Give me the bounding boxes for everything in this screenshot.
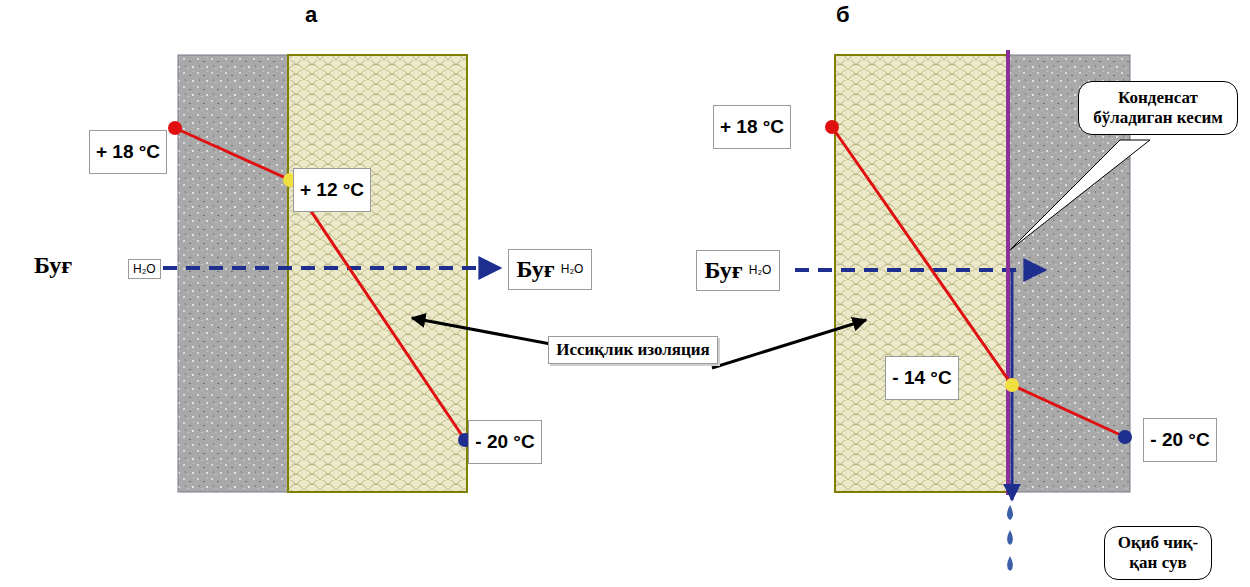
label-text: - 20 °C [475,431,534,453]
water-drop [1007,556,1013,571]
water-drop [1007,505,1013,520]
label-text: Буғ [517,256,555,283]
insulation-layer [288,55,467,492]
vapor-label: Буғ H₂O [696,250,781,291]
callout-pointer [1010,140,1150,250]
label-text: H₂O [749,263,772,277]
temperature-label: - 14 °C [885,356,958,400]
label-text: Буғ [705,257,743,284]
callout-box: Конденсат бўладиган кесим [1078,81,1238,134]
water-drop [1007,530,1013,545]
label-text: H₂O [561,262,584,276]
insulation-label: Иссиқлик изоляция [548,336,718,364]
temperature-label: + 18 °C [89,130,167,174]
temperature-line [832,127,1125,437]
label-text: + 12 °C [300,179,364,201]
temperature-label: - 20 °C [1143,418,1216,462]
label-text: + 18 °C [96,141,160,163]
temperature-dot [168,121,182,135]
temperature-dot [1118,430,1132,444]
vapor-formula: H₂O [128,259,161,279]
temperature-label: + 18 °C [713,105,791,149]
label-text: - 20 °C [1150,429,1209,451]
insulation-layer [835,55,1007,492]
vapor-word: Буғ [34,252,72,279]
callout-box: Оқиб чиқ- қан сув [1104,526,1212,579]
panel-letter: б [836,2,850,28]
temperature-line [175,128,465,440]
temperature-label: + 12 °C [293,168,371,212]
temperature-label: - 20 °C [468,420,541,464]
wall-layer [178,55,288,492]
label-text: + 18 °C [720,116,784,138]
temperature-dot [1005,378,1019,392]
vapor-arrow [140,266,500,270]
panel-letter: а [305,2,317,28]
condensation-plane [1006,50,1010,495]
label-text: Иссиқлик изоляция [556,341,710,359]
temperature-dot [825,120,839,134]
label-text: - 14 °C [892,367,951,389]
vapor-label: Буғ H₂O [508,249,593,290]
label-text: Оқиб чиқ- қан сув [1113,533,1203,572]
pointer-arrow [712,320,866,368]
pointer-arrow [412,318,556,345]
label-text: Конденсат бўладиган кесим [1087,88,1229,127]
